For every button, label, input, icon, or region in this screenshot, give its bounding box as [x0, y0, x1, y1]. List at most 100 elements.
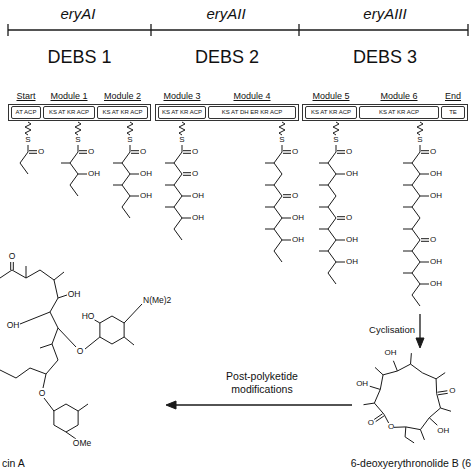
- module-box: Module 6KS AT KR ACP: [359, 106, 439, 119]
- domain-list: KS AT KR ACP: [98, 107, 147, 118]
- erythromycin-structure: [0, 262, 142, 439]
- carbonyl-bond: [374, 414, 382, 420]
- acp-tether: [179, 122, 185, 135]
- hydroxyl-bond: [78, 174, 87, 175]
- domain-list: KS AT KR ACP: [360, 107, 438, 118]
- atom-label: OH: [430, 192, 442, 200]
- protein-box: DEBS 3Module 5KS AT KR ACPModule 6KS AT …: [302, 104, 468, 121]
- carbonyl-bond: [283, 153, 291, 154]
- atom-label: OH: [88, 170, 100, 178]
- atom-label: OH: [346, 258, 358, 266]
- atom-label: O: [346, 148, 352, 156]
- carbon-chain: [20, 145, 28, 174]
- methyl-bond: [403, 185, 412, 186]
- ruler-tick: [7, 24, 8, 36]
- methyl-bond: [403, 163, 412, 164]
- module-name: Module 4: [193, 91, 311, 101]
- carbonyl-bond: [283, 197, 291, 198]
- module-box: Module 1KS AT KR ACP: [43, 106, 95, 119]
- atom-label: O: [388, 423, 394, 431]
- atom-label: O: [192, 148, 198, 156]
- module-box: Module 5KS AT KR ACP: [305, 106, 357, 119]
- hydroxyl-bond: [336, 174, 345, 175]
- methyl-bond: [375, 367, 383, 374]
- macrolactone-ring: [374, 364, 440, 430]
- atom-label: O: [140, 148, 146, 156]
- atom-label: O: [346, 214, 352, 222]
- carbonyl-bond: [183, 175, 191, 176]
- methyl-bond: [61, 163, 70, 164]
- ruler-line: [8, 29, 468, 30]
- step-label: Post-polyketide modifications: [207, 370, 317, 395]
- atom-label: OH: [356, 380, 368, 388]
- arrow-head: [416, 338, 424, 348]
- atom-label: O: [192, 170, 198, 178]
- atom-label: O: [292, 192, 298, 200]
- acp-tether: [75, 122, 81, 135]
- polyketide-chain: [61, 122, 87, 196]
- hydroxyl-bond: [336, 262, 345, 263]
- carbonyl-bond: [29, 153, 37, 154]
- module-box: Module 2KS AT KR ACP: [97, 106, 148, 119]
- carbonyl-bond: [283, 194, 291, 195]
- carbon-chain: [70, 145, 78, 196]
- carbonyl-bond: [437, 391, 447, 392]
- methyl-bond: [124, 337, 134, 345]
- gene-name: eryAI: [60, 6, 95, 21]
- deb-structure: [364, 353, 451, 443]
- module-box: EndTE: [441, 106, 465, 119]
- carbonyl-bond: [283, 150, 291, 151]
- carbonyl-bond: [337, 219, 345, 220]
- carbonyl-bond: [337, 153, 345, 154]
- methyl-bond: [54, 272, 64, 280]
- hydroxyl-bond: [420, 284, 429, 285]
- methyl-bond: [113, 185, 122, 186]
- methyl-bond: [319, 207, 328, 208]
- glycoside-bond: [58, 328, 76, 347]
- methyl-bond: [420, 430, 424, 440]
- macrolide-ring: [0, 270, 58, 378]
- module-name: Module 6: [344, 91, 454, 101]
- hydroxyl-bond: [336, 240, 345, 241]
- module-name: Module 1: [28, 91, 110, 101]
- carbonyl-bond: [183, 172, 191, 173]
- ethyl-bond: [405, 427, 414, 443]
- carbonyl-bond: [438, 393, 448, 394]
- carbonyl-bond: [79, 153, 87, 154]
- methyl-bond: [436, 373, 445, 379]
- carbonyl-bond: [421, 241, 429, 242]
- carbonyl-bond: [131, 153, 139, 154]
- carbonyl-bond: [131, 150, 139, 151]
- polyketide-chain: [265, 122, 291, 262]
- module-name: Module 2: [82, 91, 163, 101]
- atom-label: OH: [140, 170, 152, 178]
- glycoside-bond: [44, 398, 54, 411]
- carbon-chain: [274, 145, 282, 262]
- atom-label: O: [292, 148, 298, 156]
- carbon-chain: [122, 145, 130, 218]
- methyl-bond: [265, 207, 274, 208]
- carbonyl-bond: [421, 153, 429, 154]
- protein-box: DEBS 2Module 3KS AT KR ACPModule 4KS AT …: [155, 104, 299, 121]
- sugar-ring: [100, 316, 124, 344]
- hydroxyl-bond: [393, 361, 397, 371]
- arrow-shaft: [419, 314, 420, 339]
- carbonyl-bond: [421, 238, 429, 239]
- atom-label: S: [127, 136, 132, 144]
- methyl-bond: [364, 403, 375, 405]
- methyl-bond: [265, 163, 274, 164]
- hydroxyl-bond: [130, 196, 139, 197]
- atom-label: OH: [430, 280, 442, 288]
- polyketide-chain: [165, 122, 191, 240]
- methyl-bond: [319, 163, 328, 164]
- atom-label: OH: [7, 321, 20, 330]
- methyl-bond: [403, 207, 412, 208]
- methyl-bond: [165, 207, 174, 208]
- atom-label: O: [430, 148, 436, 156]
- polyketide-chain: [319, 122, 345, 284]
- atom-label: OH: [437, 427, 449, 435]
- carbonyl-bond: [183, 153, 191, 154]
- atom-label: OH: [192, 192, 204, 200]
- hydroxyl-bond: [429, 418, 437, 425]
